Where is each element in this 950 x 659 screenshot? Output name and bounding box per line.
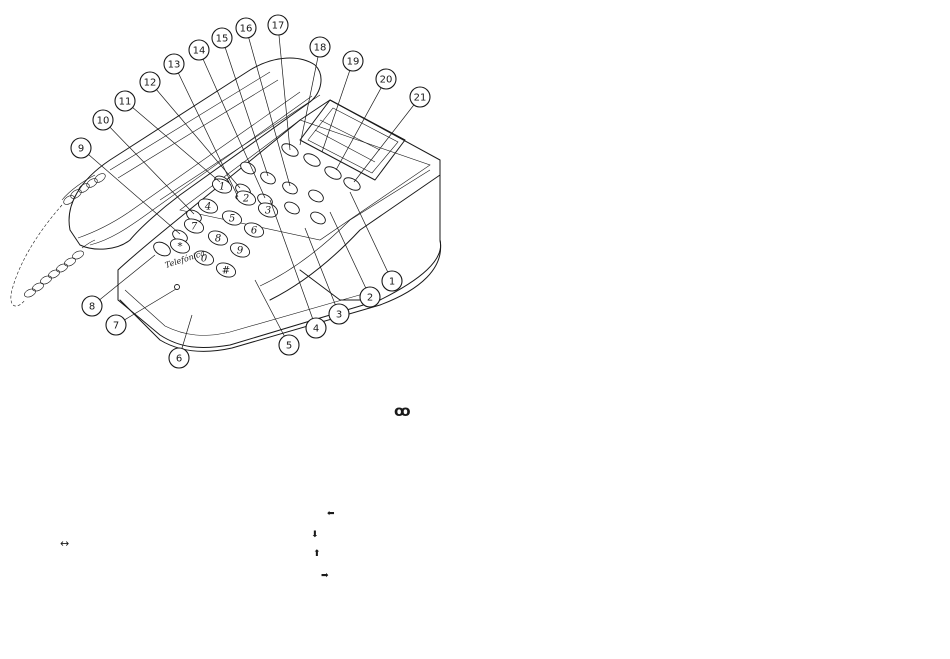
- callout-number: 16: [240, 24, 253, 35]
- callout-number: 17: [272, 21, 285, 32]
- arrow-down-icon: ⬇: [311, 531, 319, 540]
- callout-number: 18: [314, 43, 327, 54]
- callout-4: 4: [306, 318, 326, 338]
- function-key: [259, 170, 278, 187]
- callout-2: 2: [360, 287, 380, 307]
- keypad-key-5: 6: [242, 220, 265, 240]
- keypad-key-label: 8: [215, 234, 221, 245]
- callout-5: 5: [279, 335, 299, 355]
- callout-15: 15: [212, 28, 232, 48]
- callout-18: 18: [310, 37, 330, 57]
- callout-16: 16: [236, 18, 256, 38]
- callout-number: 11: [119, 97, 132, 108]
- arrow-left-right-icon: ↔: [60, 538, 69, 549]
- callout-number: 1: [389, 277, 395, 288]
- callout-number: 10: [97, 116, 110, 127]
- arrow-left-icon: ⬅: [327, 510, 335, 519]
- keypad-key-label: 3: [265, 206, 271, 217]
- keypad-key-label: 9: [237, 246, 244, 257]
- function-key: [302, 151, 323, 169]
- callout-number: 5: [286, 341, 292, 352]
- callout-7: 7: [106, 315, 126, 335]
- keypad-key-7: 8: [206, 228, 229, 248]
- keypad-key-4: 5: [220, 208, 243, 228]
- keypad-key-label: 2: [242, 194, 249, 205]
- keypad-key-label: #: [222, 266, 230, 277]
- function-key: [307, 188, 326, 205]
- callout-10: 10: [93, 110, 113, 130]
- callout-12: 12: [140, 72, 160, 92]
- arrow-up-icon: ⬆: [313, 550, 321, 559]
- function-key: [323, 164, 344, 182]
- callout-number: 9: [78, 144, 84, 155]
- coiled-cord: [11, 172, 107, 306]
- callout-1: 1: [382, 271, 402, 291]
- callout-14: 14: [189, 40, 209, 60]
- voicemail-icon: ꝏ: [394, 404, 411, 419]
- callout-9: 9: [71, 138, 91, 158]
- function-key: [342, 175, 363, 193]
- callout-19: 19: [343, 51, 363, 71]
- callout-number: 19: [347, 57, 360, 68]
- callout-13: 13: [164, 54, 184, 74]
- callout-11: 11: [115, 91, 135, 111]
- keypad-key-label: 7: [191, 222, 198, 233]
- indicator-led: [175, 285, 180, 290]
- keypad-key-label: 1: [219, 182, 225, 193]
- callout-number: 2: [367, 293, 373, 304]
- callout-number: 14: [193, 46, 206, 57]
- callout-number: 21: [414, 93, 427, 104]
- function-key: [309, 210, 328, 227]
- callout-17: 17: [268, 15, 288, 35]
- function-key: [281, 180, 300, 197]
- keypad-key-label: *: [178, 242, 183, 253]
- function-key: [283, 200, 302, 217]
- keypad-key-0: 1: [210, 176, 233, 196]
- keypad-key-3: 4: [196, 196, 219, 216]
- callout-number: 15: [216, 34, 229, 45]
- callout-21: 21: [410, 87, 430, 107]
- keypad-key-6: 7: [182, 216, 205, 236]
- keypad-key-label: 5: [229, 214, 235, 225]
- callout-6: 6: [169, 348, 189, 368]
- callout-number: 20: [380, 75, 393, 86]
- callout-20: 20: [376, 69, 396, 89]
- callout-number: 4: [313, 324, 319, 335]
- keypad-key-8: 9: [228, 240, 251, 260]
- callout-number: 7: [113, 321, 119, 332]
- keypad-key-label: 6: [251, 226, 258, 237]
- callout-number: 13: [168, 60, 181, 71]
- callout-number: 3: [336, 310, 342, 321]
- callout-3: 3: [329, 304, 349, 324]
- callout-number: 12: [144, 78, 157, 89]
- keypad-key-label: 4: [204, 202, 211, 213]
- arrow-right-icon: ➡: [321, 572, 329, 581]
- callout-number: 8: [89, 302, 95, 313]
- keypad-key-11: #: [214, 260, 237, 280]
- callout-8: 8: [82, 296, 102, 316]
- callout-number: 6: [176, 354, 182, 365]
